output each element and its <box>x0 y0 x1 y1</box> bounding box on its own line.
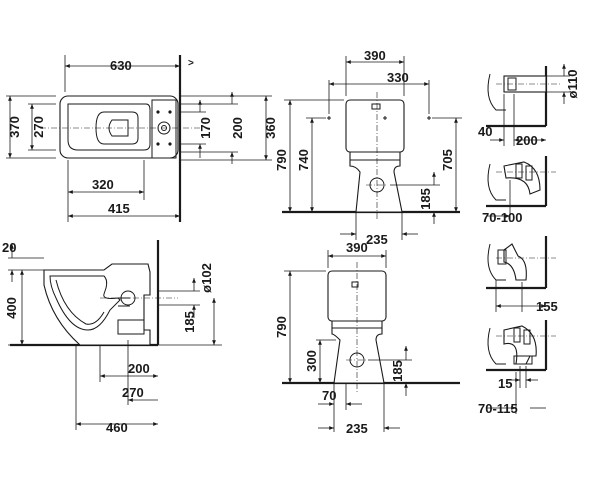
plan-wall-mark: > <box>188 58 194 69</box>
connection-details <box>486 64 570 414</box>
side-section-view <box>8 240 222 430</box>
rear-dim-185: 185 <box>390 360 405 382</box>
plan-dim-370: 370 <box>7 116 22 138</box>
side-dim-200: 200 <box>128 361 150 376</box>
rear-dim-790: 790 <box>274 316 289 338</box>
plan-view <box>6 55 272 222</box>
conn-dim-155: 155 <box>536 299 558 314</box>
plan-dim-320: 320 <box>92 177 114 192</box>
plan-dim-360: 360 <box>263 117 278 139</box>
plan-dim-200: 200 <box>230 117 245 139</box>
rear-dim-390: 390 <box>346 240 368 255</box>
side-dim-20: 20 <box>2 240 16 255</box>
side-dim-460: 460 <box>106 420 128 435</box>
front-view <box>282 56 462 240</box>
front-dim-390: 390 <box>364 48 386 63</box>
plan-dim-170: 170 <box>198 117 213 139</box>
front-dim-790: 790 <box>274 149 289 171</box>
rear-dim-235: 235 <box>346 421 368 436</box>
conn-dim-15: 15 <box>498 376 512 391</box>
side-dim-400: 400 <box>4 297 19 319</box>
plan-dim-415: 415 <box>108 201 130 216</box>
front-dim-185: 185 <box>418 188 433 210</box>
rear-dim-300: 300 <box>304 350 319 372</box>
conn-dim-40: 40 <box>478 124 492 139</box>
rear-dim-70: 70 <box>322 388 336 403</box>
plan-dim-630: 630 <box>110 58 132 73</box>
side-dim-102: ø102 <box>199 263 214 293</box>
conn-dim-110: ø110 <box>565 70 580 99</box>
side-dim-185: 185 <box>182 311 197 333</box>
front-dim-235: 235 <box>366 232 388 247</box>
conn-dim-70-100: 70-100 <box>482 210 522 225</box>
conn-dim-200: 200 <box>516 133 538 148</box>
rear-view <box>282 250 460 432</box>
front-dim-330: 330 <box>387 70 409 85</box>
conn-dim-70-115: 70-115 <box>478 401 518 416</box>
plan-dim-270: 270 <box>31 116 46 138</box>
front-dim-740: 740 <box>296 149 311 171</box>
front-dim-705: 705 <box>440 149 455 171</box>
side-dim-270: 270 <box>122 385 144 400</box>
